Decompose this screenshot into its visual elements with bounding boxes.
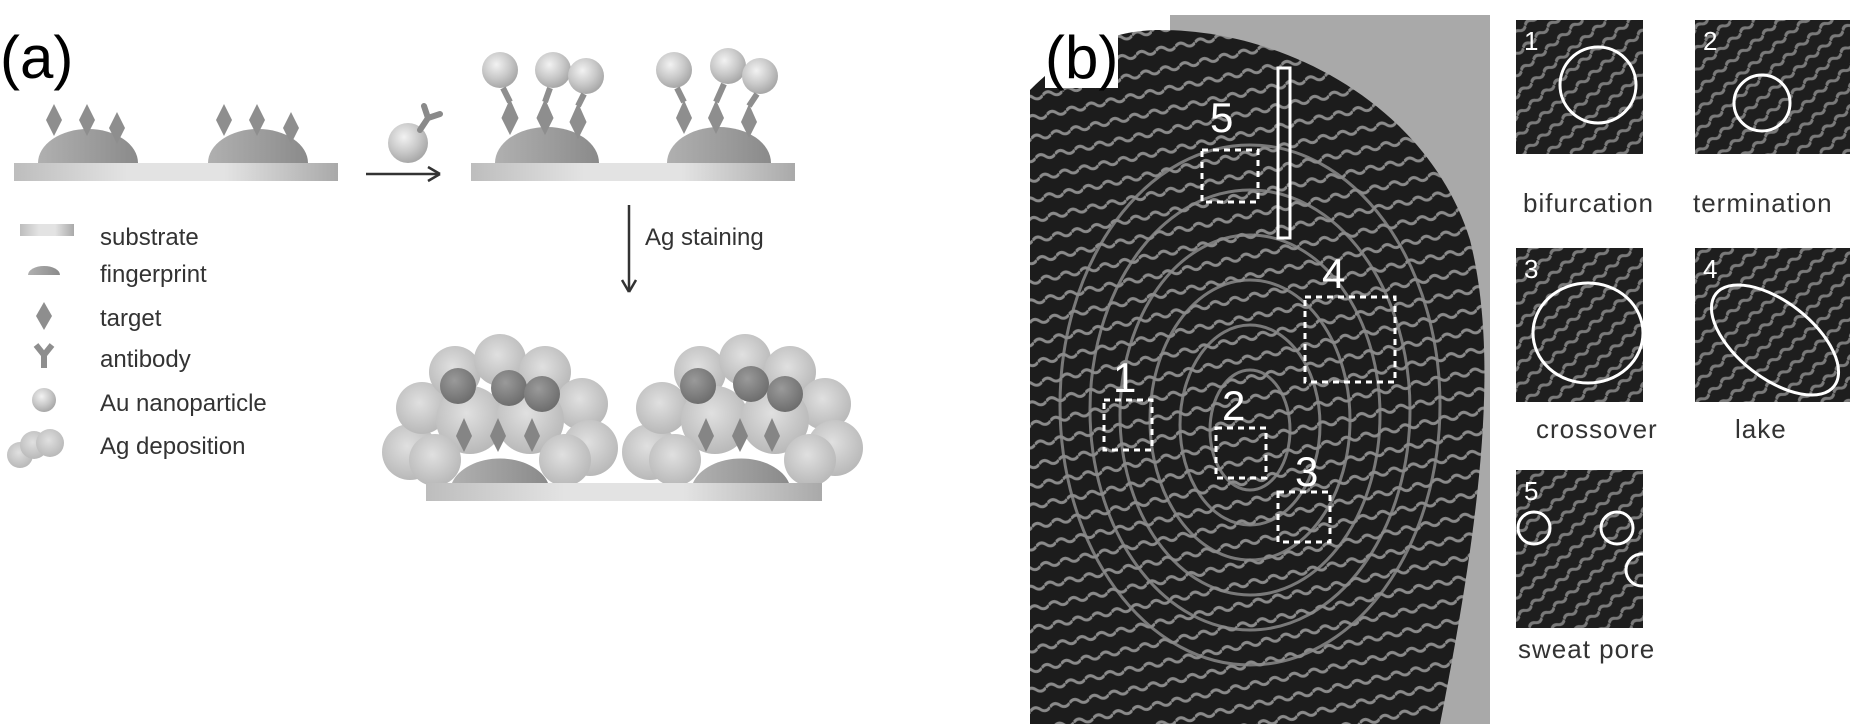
fingerprint-residue <box>693 458 789 483</box>
fingerprint-residue <box>495 127 599 163</box>
substrate-icon <box>20 224 74 236</box>
stage-2-labelled <box>471 48 795 181</box>
region-number-5: 5 <box>1210 94 1233 141</box>
right-arrow <box>366 165 441 183</box>
au-nanoparticle <box>680 368 716 404</box>
au-nanoparticle <box>568 58 604 94</box>
inset-caption-sweat-pore: sweat pore <box>1518 634 1655 664</box>
scale-bar <box>1276 66 1292 240</box>
au-nanoparticle <box>710 48 746 84</box>
inset-4: 4 <box>1695 248 1850 402</box>
legend-label-fingerprint: fingerprint <box>100 261 207 288</box>
legend-label-ag-deposition: Ag deposition <box>100 433 246 460</box>
fingerprint-residue <box>667 127 771 163</box>
antibody-icon <box>33 343 55 368</box>
au-nanoparticle <box>535 52 571 88</box>
au-nanoparticle <box>767 376 803 412</box>
au-nanoparticle <box>742 58 778 94</box>
region-number-1: 1 <box>1113 354 1136 401</box>
au-nanoparticle <box>440 368 476 404</box>
inset-caption-termination: termination <box>1693 188 1833 218</box>
inset-caption-lake: lake <box>1735 414 1787 444</box>
roi-box-3 <box>1276 490 1332 544</box>
au-nanoparticle <box>482 52 518 88</box>
fingerprint-image <box>1030 30 1485 724</box>
inset-3: 3 <box>1516 248 1645 402</box>
fingerprint-residue <box>38 129 138 163</box>
region-number-2: 2 <box>1222 382 1245 429</box>
inset-1: 1 <box>1516 20 1643 154</box>
substrate <box>471 163 795 181</box>
ag-deposition-icon <box>7 429 64 468</box>
target-icon <box>36 302 52 330</box>
inset-caption-bifurcation: bifurcation <box>1523 188 1654 218</box>
ag-staining-label: Ag staining <box>645 224 764 251</box>
roi-box-2 <box>1214 426 1268 480</box>
svg-text:5: 5 <box>1524 476 1538 506</box>
fingerprint-residue <box>452 458 548 483</box>
inset-caption-crossover: crossover <box>1536 414 1658 444</box>
region-number-3: 3 <box>1295 448 1318 495</box>
au-antibody-conjugate <box>388 103 443 163</box>
legend-label-substrate: substrate <box>100 224 199 251</box>
au-nanoparticle-icon <box>32 388 56 412</box>
roi-box-4 <box>1303 295 1397 384</box>
legend-label-target: target <box>100 305 162 332</box>
au-nanoparticle <box>491 370 527 406</box>
substrate <box>426 483 822 501</box>
legend-label-antibody: antibody <box>100 346 191 373</box>
svg-text:2: 2 <box>1703 26 1717 56</box>
panel-a-letter: (a) <box>0 24 74 91</box>
roi-box-1 <box>1102 398 1154 452</box>
stage-1-initial <box>14 104 338 181</box>
au-nanoparticle <box>656 52 692 88</box>
panel-b-letter: (b) <box>1045 24 1119 91</box>
fingerprint-residue <box>208 129 308 163</box>
panel-a-diagram: Ag staining <box>7 48 863 501</box>
svg-text:1: 1 <box>1524 26 1538 56</box>
substrate <box>14 163 338 181</box>
au-nanoparticle <box>524 376 560 412</box>
stage-3-ag-stained <box>382 334 863 501</box>
down-arrow <box>620 205 638 293</box>
svg-text:4: 4 <box>1703 254 1717 284</box>
inset-5: 5 <box>1516 470 1660 628</box>
au-nanoparticle <box>733 366 769 402</box>
inset-2: 2 <box>1695 20 1850 154</box>
legend-label-au-nanoparticle: Au nanoparticle <box>100 390 267 417</box>
legend <box>7 224 74 468</box>
region-number-4: 4 <box>1322 250 1345 297</box>
svg-text:3: 3 <box>1524 254 1538 284</box>
fingerprint-icon <box>28 266 60 275</box>
roi-box-5 <box>1200 148 1260 204</box>
